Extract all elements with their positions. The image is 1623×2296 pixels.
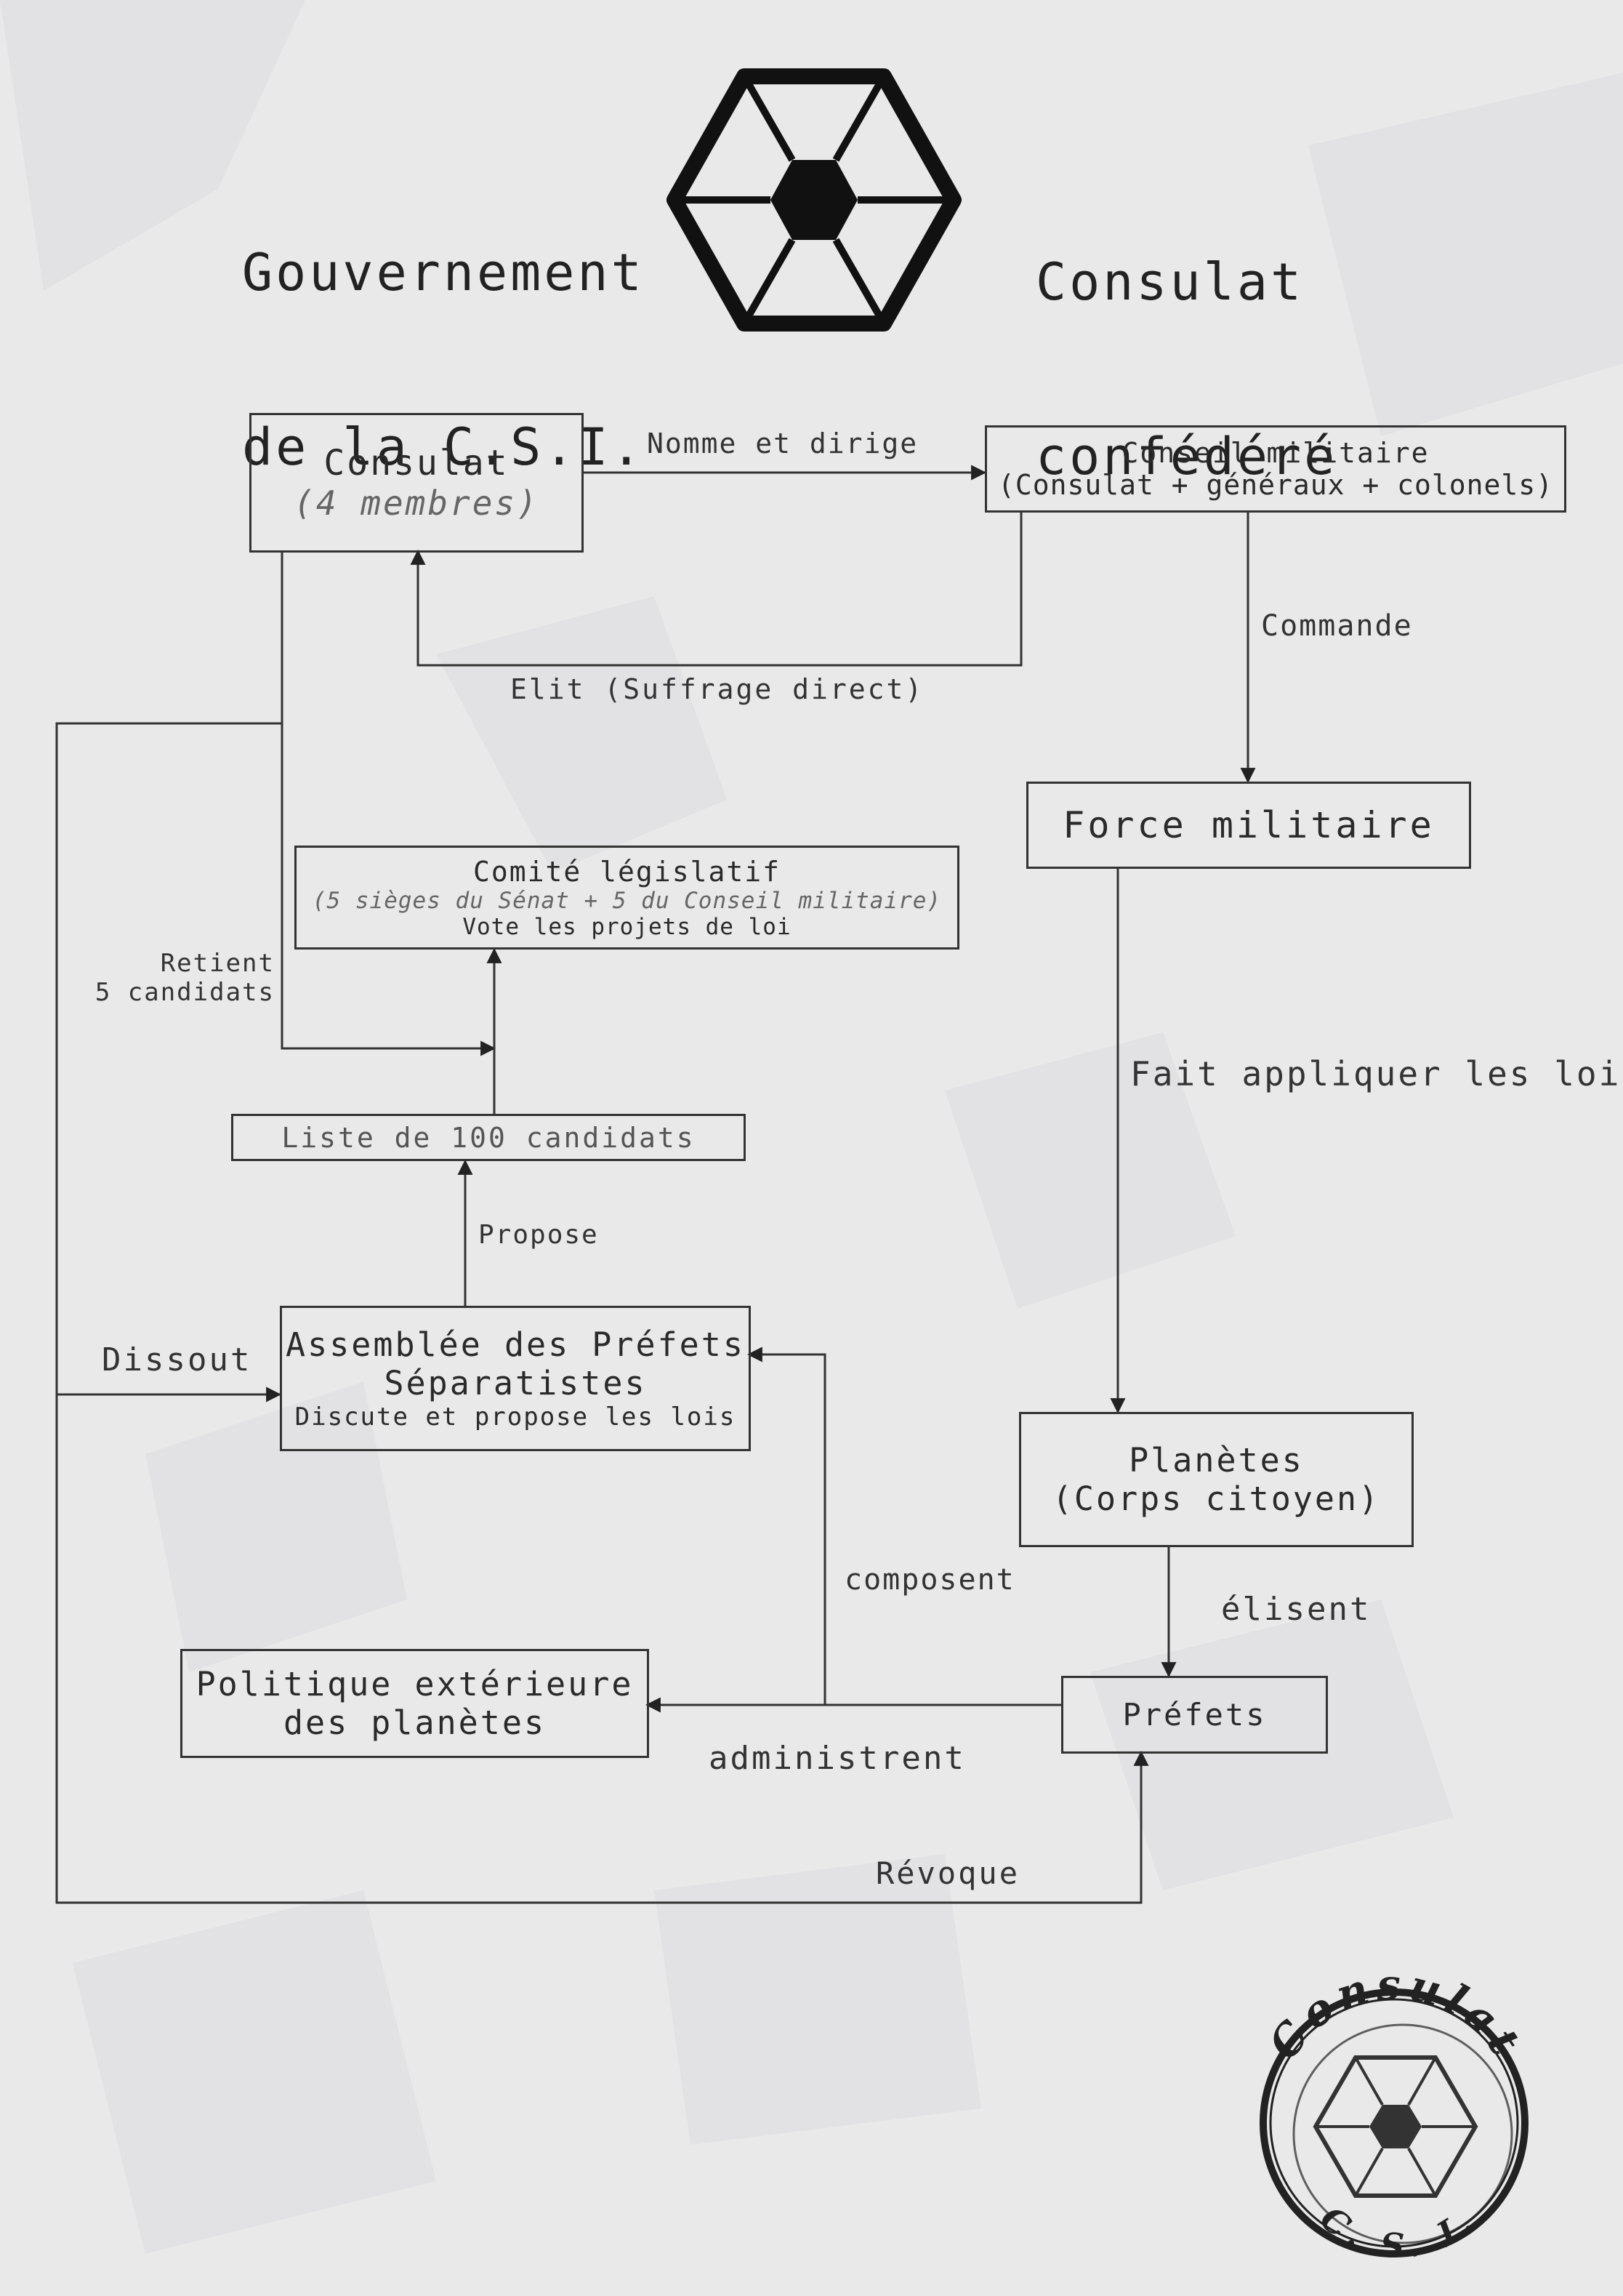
box-prefets: Préfets xyxy=(1061,1676,1328,1754)
title-right: Consulat confédéré xyxy=(1036,137,1337,544)
connector-prefets-to-assemblee xyxy=(746,1346,826,1705)
label-elit: Elit (Suffrage direct) xyxy=(510,673,925,705)
consulat-title: Consulat xyxy=(323,443,510,483)
comite-legislatif-line3: Vote les projets de loi xyxy=(462,913,792,940)
box-conseil-militaire: Conseil militaire (Consulat + généraux +… xyxy=(985,425,1566,513)
title-left: Gouvernement de la C.S.I. xyxy=(242,127,645,534)
conseil-militaire-line2: (Consulat + généraux + colonels) xyxy=(997,469,1554,501)
consulat-seal xyxy=(1260,1988,1529,2257)
consulat-subtitle: (4 membres) xyxy=(294,483,539,523)
box-comite-legislatif: Comité législatif (5 sièges du Sénat + 5… xyxy=(294,846,959,950)
planetes-line2: (Corps citoyen) xyxy=(1052,1480,1381,1518)
label-propose: Propose xyxy=(478,1220,599,1250)
connectors xyxy=(55,465,1256,1904)
label-administrent: administrent xyxy=(709,1740,966,1777)
title-left-line2: de la C.S.I. xyxy=(242,417,645,477)
comite-legislatif-subtitle: (5 sièges du Sénat + 5 du Conseil milita… xyxy=(312,887,942,914)
planetes-line1: Planètes xyxy=(1129,1441,1304,1480)
box-liste-candidats: Liste de 100 candidats xyxy=(231,1114,746,1161)
prefets-title: Préfets xyxy=(1122,1697,1267,1733)
connector-consulat-dissout-revoque xyxy=(55,722,1149,1904)
label-retient: Retient 5 candidats xyxy=(93,949,275,1007)
box-consulat: Consulat (4 membres) xyxy=(249,413,584,553)
label-revoque: Révoque xyxy=(876,1855,1020,1891)
force-militaire-title: Force militaire xyxy=(1063,804,1435,846)
separatist-hexagon-logo-icon xyxy=(666,68,962,332)
assemblee-line1: Assemblée des Préfets xyxy=(286,1325,745,1364)
box-planetes: Planètes (Corps citoyen) xyxy=(1019,1412,1414,1547)
title-right-line2: confédéré xyxy=(1036,427,1338,486)
svg-text:C. S. I.: C. S. I. xyxy=(1313,2199,1485,2266)
politique-line2: des planètes xyxy=(283,1703,547,1742)
connector-conseil-to-consulat xyxy=(410,513,1023,667)
title-right-line1: Consulat xyxy=(1036,252,1305,312)
seal-hexagon-icon xyxy=(1313,2055,1478,2198)
assemblee-line2: Séparatistes xyxy=(384,1364,647,1402)
title-left-line1: Gouvernement xyxy=(242,243,645,302)
conseil-militaire-line1: Conseil militaire xyxy=(1121,437,1430,469)
label-fait-appliquer: Fait appliquer les lois xyxy=(1130,1054,1623,1093)
liste-candidats-title: Liste de 100 candidats xyxy=(281,1121,696,1154)
svg-text:Consulat: Consulat xyxy=(1259,1959,1533,2068)
label-nomme-et-dirige: Nomme et dirige xyxy=(647,428,919,459)
box-assemblee: Assemblée des Préfets Séparatistes Discu… xyxy=(280,1306,751,1451)
label-elisent: élisent xyxy=(1221,1591,1372,1628)
box-force-militaire: Force militaire xyxy=(1026,782,1471,869)
politique-line1: Politique extérieure xyxy=(196,1665,634,1703)
label-commande: Commande xyxy=(1261,609,1413,643)
assemblee-line3: Discute et propose les lois xyxy=(294,1402,736,1432)
connector-consulat-to-comite-entry xyxy=(281,551,496,1056)
box-politique: Politique extérieure des planètes xyxy=(180,1649,649,1758)
label-composent: composent xyxy=(845,1563,1015,1597)
label-dissout: Dissout xyxy=(102,1341,252,1378)
comite-legislatif-title: Comité législatif xyxy=(473,855,781,888)
label-retient-line1: Retient xyxy=(160,949,275,978)
label-retient-line2: 5 candidats xyxy=(94,978,275,1007)
